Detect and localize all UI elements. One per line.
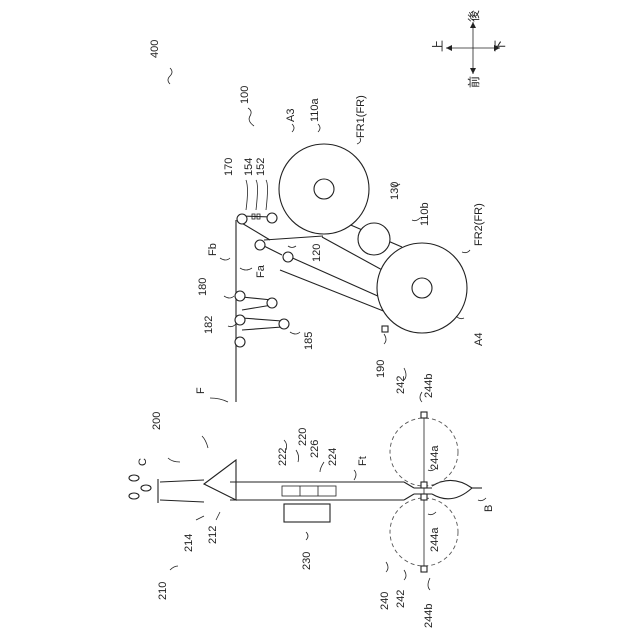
- label-110a: 110a: [309, 97, 321, 122]
- label-fr1: FR1(FR): [355, 95, 367, 138]
- label-226: 226: [309, 440, 321, 458]
- label-244a-top: 244a: [429, 445, 441, 470]
- label-fr2: FR2(FR): [473, 203, 485, 246]
- label-244b-top: 244b: [423, 374, 435, 398]
- label-c: C: [137, 458, 149, 466]
- label-ft: Ft: [357, 456, 369, 466]
- label-154: 154: [243, 158, 255, 176]
- label-190: 190: [375, 360, 387, 378]
- label-b: B: [483, 505, 495, 512]
- reference-labels: 400 100 A3 110a FR1(FR) 130 110b FR2(FR)…: [137, 40, 495, 628]
- label-244a-bot: 244a: [429, 527, 441, 552]
- label-185: 185: [303, 332, 315, 350]
- label-240: 240: [379, 592, 391, 610]
- label-242-top: 242: [395, 376, 407, 394]
- label-224: 224: [327, 448, 339, 466]
- label-170: 170: [223, 158, 235, 176]
- label-200: 200: [151, 412, 163, 430]
- label-230: 230: [301, 552, 313, 570]
- label-220: 220: [297, 428, 309, 446]
- label-212: 212: [207, 526, 219, 544]
- heater-230: [284, 504, 330, 522]
- label-400: 400: [149, 40, 161, 58]
- label-244b-bot: 244b: [423, 604, 435, 628]
- label-130: 130: [389, 182, 401, 200]
- pulley-130: [358, 223, 390, 255]
- roller-group-180: [235, 291, 289, 347]
- reel-unit: [264, 144, 467, 333]
- label-a4: A4: [473, 333, 485, 346]
- label-180: 180: [197, 278, 209, 296]
- transverse-seal-240: [390, 412, 458, 572]
- compass-down: 下: [493, 40, 507, 52]
- compass-up: 上: [431, 40, 445, 52]
- label-110b: 110b: [419, 202, 431, 226]
- compass-back: 後: [467, 10, 481, 22]
- label-152: 152: [255, 158, 267, 176]
- label-242-bot: 242: [395, 590, 407, 608]
- label-fb: Fb: [207, 243, 219, 256]
- label-210: 210: [157, 582, 169, 600]
- label-f: F: [195, 387, 207, 394]
- label-100: 100: [239, 86, 251, 104]
- label-120: 120: [311, 244, 323, 262]
- label-222: 222: [277, 448, 289, 466]
- reel-fr1: [279, 144, 369, 234]
- label-a3: A3: [285, 109, 297, 122]
- label-182: 182: [203, 316, 215, 334]
- direction-compass: 上 下 前 後: [431, 10, 507, 88]
- compass-front: 前: [466, 76, 481, 88]
- reel-fr2: [377, 243, 467, 333]
- label-214: 214: [183, 534, 195, 552]
- sensor-190: [382, 326, 388, 332]
- roller-group-170: [236, 213, 293, 402]
- label-fa: Fa: [255, 264, 267, 278]
